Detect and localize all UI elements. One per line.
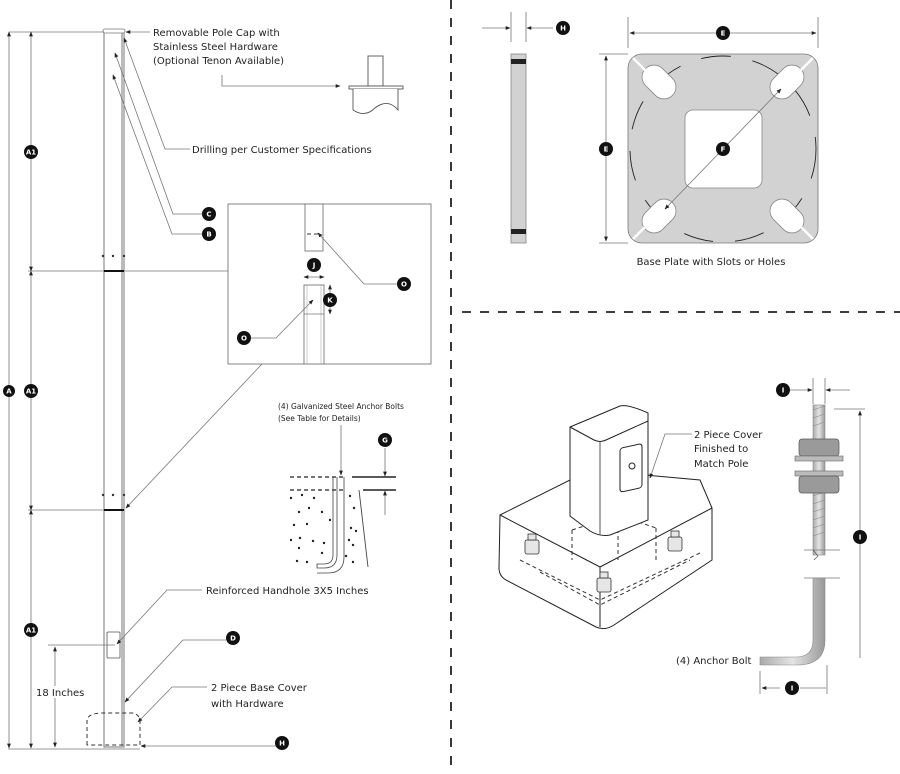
svg-text:E: E <box>604 146 609 154</box>
svg-text:E: E <box>721 30 726 38</box>
base-cover-isometric <box>498 405 713 630</box>
svg-text:A: A <box>6 388 12 396</box>
base-cover-outline <box>86 712 141 746</box>
badge-a1-bottom: A1 <box>24 623 38 637</box>
badge-d: D <box>226 631 240 645</box>
svg-text:H: H <box>279 740 285 748</box>
badge-j: J <box>307 258 321 272</box>
lower-washer <box>794 470 844 477</box>
badge-o-upper: O <box>397 277 411 291</box>
svg-text:I: I <box>782 387 785 395</box>
base-cover-label-line1: 2 Piece Base Cover <box>211 683 308 694</box>
anchor-nuts <box>524 530 683 593</box>
badge-o-lower: O <box>237 331 251 345</box>
base-plate-side-view <box>510 53 527 244</box>
upper-washer <box>794 455 844 462</box>
tenon-sketch <box>348 55 404 114</box>
pole-cap-label-line1: Removable Pole Cap with <box>153 28 280 39</box>
anchor-detail-label-line1: (4) Galvanized Steel Anchor Bolts <box>278 402 404 411</box>
svg-text:A1: A1 <box>26 388 36 396</box>
badge-e-height: E <box>599 142 613 156</box>
cover-label-line3: Match Pole <box>694 459 748 470</box>
handhole-label: Reinforced Handhole 3X5 Inches <box>206 586 369 597</box>
pole-cap-label-line2: Stainless Steel Hardware <box>153 42 278 53</box>
svg-text:A1: A1 <box>26 627 36 635</box>
svg-text:F: F <box>721 146 726 154</box>
anchor-bolt-detail: I I I (4) Anchor Bolt <box>676 378 867 695</box>
drilling-label: Drilling per Customer Specifications <box>192 145 372 156</box>
pole-cap-label-line3: (Optional Tenon Available) <box>153 56 284 67</box>
cover-label-line1: 2 Piece Cover <box>694 430 763 441</box>
cover-label-line2: Finished to <box>694 444 748 455</box>
splice-detail: J K O O <box>124 203 432 509</box>
badge-k: K <box>323 293 337 307</box>
hooked-rod <box>759 577 826 666</box>
base-cover-label-line2: with Hardware <box>211 699 284 710</box>
svg-text:D: D <box>230 635 236 643</box>
base-plate-caption: Base Plate with Slots or Holes <box>637 257 786 268</box>
anchor-bolt-label: (4) Anchor Bolt <box>676 656 752 667</box>
badge-h-plate: H <box>556 21 570 35</box>
base-cover-body <box>498 469 713 630</box>
badge-b: B <box>202 227 216 241</box>
badge-a: A <box>3 385 15 397</box>
badge-g: G <box>378 433 392 447</box>
anchor-bolt-section-detail: (4) Galvanized Steel Anchor Bolts (See T… <box>278 402 404 574</box>
svg-text:I: I <box>791 685 794 693</box>
badge-i-hook: I <box>785 681 799 695</box>
svg-text:O: O <box>241 335 247 343</box>
pole-cap <box>102 28 126 34</box>
upper-nut <box>798 438 840 457</box>
badge-h-pole: H <box>275 736 289 750</box>
anchor-detail-label-line2: (See Table for Details) <box>278 414 361 423</box>
badge-e-width: E <box>716 26 730 40</box>
svg-text:C: C <box>206 211 211 219</box>
badge-a1-top: A1 <box>24 145 38 159</box>
badge-c: C <box>202 207 216 221</box>
svg-text:G: G <box>382 437 388 445</box>
svg-text:O: O <box>401 281 407 289</box>
concrete-aggregate <box>289 493 358 564</box>
svg-text:J: J <box>312 262 316 270</box>
badge-a1-middle: A1 <box>24 384 38 398</box>
svg-text:B: B <box>206 231 211 239</box>
svg-text:H: H <box>560 25 566 33</box>
pole-elevation: 18 Inches A A1 A1 A1 Removable Pole Cap … <box>3 28 404 750</box>
badge-i-length: I <box>853 530 867 544</box>
lower-nut <box>798 475 840 494</box>
svg-text:I: I <box>859 534 862 542</box>
bolt-slots <box>641 64 805 234</box>
base-plate-detail: H F E E Base Plate with Slots or Holes <box>482 12 819 268</box>
svg-text:A1: A1 <box>26 149 36 157</box>
badge-f: F <box>716 142 730 156</box>
svg-text:K: K <box>327 297 333 305</box>
handhole-height-label: 18 Inches <box>36 688 84 699</box>
badge-i-diameter: I <box>776 383 790 397</box>
